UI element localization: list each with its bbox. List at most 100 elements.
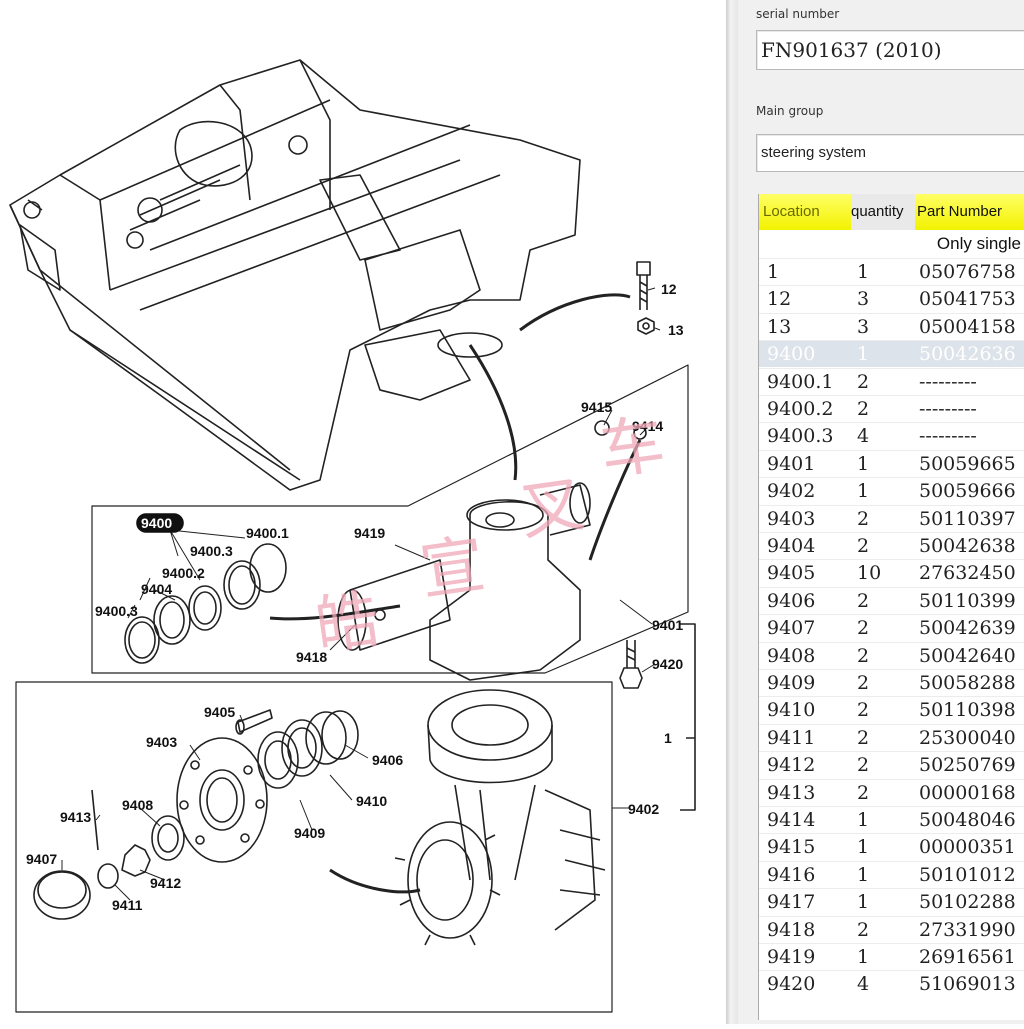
callout-9400-2: 9400.2 xyxy=(162,565,205,581)
svg-text:车: 车 xyxy=(596,408,670,490)
location-cell: 9414 xyxy=(767,809,816,831)
quantity-cell: 1 xyxy=(857,480,870,503)
part-number-cell: 50042638 xyxy=(919,535,1016,557)
callout-9415: 9415 xyxy=(581,399,612,415)
location-cell: 9410 xyxy=(767,699,816,722)
callout-9400-1: 9400.1 xyxy=(246,525,289,541)
quantity-cell: 4 xyxy=(857,973,870,996)
location-cell: 9419 xyxy=(767,946,816,968)
quantity-cell: 2 xyxy=(857,726,870,749)
location-cell: 12 xyxy=(767,288,792,311)
quantity-cell: 1 xyxy=(857,863,870,886)
location-cell: 9420 xyxy=(767,973,816,996)
table-row[interactable]: 13 3 05004158 xyxy=(759,312,1024,340)
serial-number-field[interactable]: FN901637 (2010) xyxy=(756,30,1024,70)
callout-9400: 9400 xyxy=(141,515,172,531)
main-group-field[interactable]: steering system xyxy=(756,134,1024,172)
table-row[interactable]: 9404 2 50042638 xyxy=(759,532,1024,559)
quantity-cell: 2 xyxy=(857,370,870,393)
quantity-cell: 2 xyxy=(857,617,870,640)
quantity-cell: 2 xyxy=(857,672,870,694)
table-row[interactable]: 9400.1 2 --------- xyxy=(759,367,1024,395)
column-header-quantity[interactable]: quantity xyxy=(851,194,915,230)
location-cell: 9400.1 xyxy=(767,370,834,393)
part-number-cell: 50048046 xyxy=(919,809,1016,831)
callout-9400-3-b: 9400.3 xyxy=(95,603,138,619)
part-number-cell: 00000351 xyxy=(919,836,1016,859)
location-cell: 9409 xyxy=(767,672,816,694)
part-number-cell: --------- xyxy=(919,370,977,393)
location-cell: 13 xyxy=(767,315,792,338)
location-cell: 9404 xyxy=(767,535,816,557)
quantity-cell: 3 xyxy=(857,315,870,338)
column-header-location[interactable]: Location xyxy=(759,194,851,230)
location-cell: 9400 xyxy=(767,343,816,366)
quantity-cell: 2 xyxy=(857,754,870,777)
table-row[interactable]: 9400 1 50042636 xyxy=(759,340,1024,368)
part-number-cell: 50101012 xyxy=(919,863,1016,886)
part-number-cell: 05004158 xyxy=(919,315,1016,338)
watermark: 皓 宣 叉 车 xyxy=(311,408,670,665)
part-number-cell: 50042639 xyxy=(919,617,1016,640)
callout-12: 12 xyxy=(661,281,677,297)
exploded-view-drawing: 12 13 9415 9414 9400 9400.1 9400.3 9400.… xyxy=(9,59,696,1013)
location-cell: 1 xyxy=(767,261,780,283)
location-cell: 9417 xyxy=(767,891,816,914)
callout-9407: 9407 xyxy=(26,851,57,867)
svg-text:皓: 皓 xyxy=(311,583,385,665)
location-cell: 9405 xyxy=(767,562,816,585)
part-number-cell: 05041753 xyxy=(919,288,1016,311)
location-cell: 9411 xyxy=(767,726,816,749)
panel-splitter[interactable] xyxy=(726,0,738,1024)
quantity-cell: 2 xyxy=(857,398,870,420)
part-number-cell: 50042636 xyxy=(919,343,1016,366)
callout-13: 13 xyxy=(668,322,684,338)
location-cell: 9413 xyxy=(767,781,816,804)
quantity-cell: 1 xyxy=(857,836,870,859)
location-cell: 9400.2 xyxy=(767,398,834,420)
callout-9405: 9405 xyxy=(204,704,235,720)
only-single-filter[interactable]: Only single xyxy=(936,234,1021,253)
part-number-cell: 05076758 xyxy=(919,261,1016,283)
callout-9406: 9406 xyxy=(372,752,403,768)
quantity-cell: 2 xyxy=(857,699,870,722)
quantity-cell: 2 xyxy=(857,781,870,804)
svg-text:宣: 宣 xyxy=(416,528,490,610)
quantity-cell: 1 xyxy=(857,343,870,366)
callout-9412: 9412 xyxy=(150,875,181,891)
column-header-part-number[interactable]: Part Number xyxy=(915,194,1024,230)
callout-9408: 9408 xyxy=(122,797,153,813)
callout-9414: 9414 xyxy=(632,418,663,434)
location-cell: 9408 xyxy=(767,644,816,667)
location-cell: 9403 xyxy=(767,507,816,530)
location-cell: 9402 xyxy=(767,480,816,503)
callout-9401: 9401 xyxy=(652,617,683,633)
svg-text:叉: 叉 xyxy=(516,468,590,550)
callout-1: 1 xyxy=(664,730,672,746)
location-cell: 9400.3 xyxy=(767,425,834,448)
quantity-cell: 2 xyxy=(857,535,870,557)
